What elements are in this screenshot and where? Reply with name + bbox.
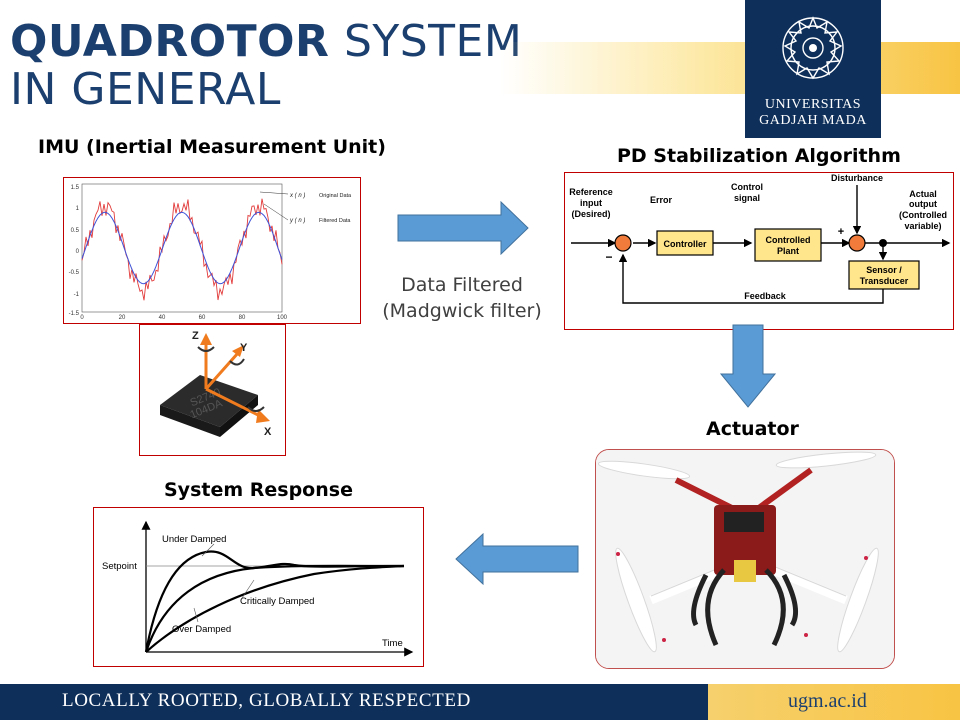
gold-band: [500, 42, 960, 94]
actuator-heading: Actuator: [706, 418, 799, 440]
xtick: 0: [80, 315, 84, 321]
axis-x-label: X: [264, 426, 272, 438]
xtick: 60: [199, 315, 206, 321]
title-rest: SYSTEM: [329, 16, 523, 67]
quadrotor-image: [596, 450, 894, 668]
pickoff-point: [879, 239, 887, 247]
controller-block: [656, 230, 714, 256]
plus-sign: +: [838, 226, 844, 238]
logo-line1: UNIVERSITAS: [764, 97, 862, 112]
ytick: -1.5: [69, 311, 80, 317]
arrow-down-icon: [720, 324, 776, 408]
setpoint-label: Setpoint: [102, 561, 137, 572]
footer-url[interactable]: ugm.ac.id: [788, 690, 867, 712]
xtick: 80: [239, 315, 246, 321]
plant-label-2: Plant: [777, 246, 799, 256]
title-line2: IN GENERAL: [10, 64, 281, 115]
xtick: 100: [277, 315, 288, 321]
actual-output-4: variable): [904, 221, 941, 231]
imu-chip-figure: S2740 104DA Z Y X: [139, 324, 286, 456]
imu-heading: IMU (Inertial Measurement Unit): [38, 136, 386, 158]
summing-junction-2: [848, 234, 866, 252]
response-figure: Setpoint Under Damped Critically Damped …: [93, 507, 424, 667]
quadrotor-photo: [595, 449, 895, 669]
ytick: 0: [76, 249, 80, 255]
sensor-label-1: Sensor /: [866, 265, 902, 275]
sensor-label-2: Transducer: [860, 276, 909, 286]
legend-y: y ( n ): [289, 218, 305, 224]
overdamped-label: Over Damped: [172, 624, 231, 635]
feedback-label: Feedback: [744, 291, 787, 301]
title-bold: QUADROTOR: [10, 16, 330, 67]
axis-z-label: Z: [192, 330, 199, 342]
ytick: 1.5: [71, 185, 80, 191]
slide-title: QUADROTOR SYSTEM IN GENERAL: [10, 18, 522, 114]
underdamped-label: Under Damped: [162, 534, 226, 545]
actual-output-2: output: [909, 199, 937, 209]
filtered-data-line: [81, 211, 283, 285]
emblem-icon: [782, 16, 844, 80]
plant-label-1: Controlled: [766, 235, 811, 245]
filter-caption: Data Filtered (Madgwick filter): [372, 272, 552, 324]
ytick: -0.5: [69, 270, 80, 276]
filter-caption-line1: Data Filtered: [401, 274, 523, 296]
control-signal-1: Control: [731, 182, 763, 192]
ref-label-2: input: [580, 198, 602, 208]
arrow-right-icon: [397, 201, 529, 255]
ytick: -1: [74, 292, 80, 298]
control-signal-2: signal: [734, 193, 760, 203]
xtick: 20: [119, 315, 126, 321]
imu-chip-image: S2740 104DA Z Y X: [160, 330, 272, 438]
summing-junction-1: [614, 234, 632, 252]
critically-damped-curve: [144, 564, 405, 653]
pd-block-diagram: Reference input (Desired) Error Control …: [564, 172, 954, 330]
footer-gold-band: [708, 684, 960, 720]
ref-label-1: Reference: [569, 187, 613, 197]
sensor-block: [848, 260, 920, 290]
controller-label: Controller: [663, 239, 706, 249]
pd-heading: PD Stabilization Algorithm: [617, 145, 901, 167]
plant-block: [754, 228, 822, 262]
ytick: 0.5: [71, 228, 80, 234]
logo-line2: GADJAH MADA: [759, 113, 867, 128]
imu-signal-plot: 1.5 1 0.5 0 -0.5 -1 -1.5 0 20 40 60 80 1…: [69, 183, 352, 321]
arrow-left-icon: [455, 533, 579, 585]
ytick: 1: [76, 206, 80, 212]
control-loop-diagram: Reference input (Desired) Error Control …: [569, 173, 951, 304]
error-label: Error: [650, 195, 673, 205]
response-plot: Setpoint Under Damped Critically Damped …: [102, 520, 414, 657]
minus-sign: −: [605, 250, 612, 264]
actual-output-3: (Controlled: [899, 210, 947, 220]
footer-tagline: LOCALLY ROOTED, GLOBALLY RESPECTED: [62, 690, 471, 711]
original-data-line: [81, 198, 283, 301]
imu-signal-figure: 1.5 1 0.5 0 -0.5 -1 -1.5 0 20 40 60 80 1…: [63, 177, 361, 324]
response-heading: System Response: [164, 479, 353, 501]
ref-label-3: (Desired): [571, 209, 610, 219]
overdamped-curve: [145, 564, 405, 653]
time-label: Time: [382, 638, 403, 649]
legend-original: Original Data: [319, 193, 352, 199]
disturbance-label: Disturbance: [831, 173, 883, 183]
university-logo: UNIVERSITAS GADJAH MADA: [745, 0, 881, 138]
legend-filtered: Filtered Data: [319, 218, 351, 224]
filter-caption-line2: (Madgwick filter): [382, 300, 542, 322]
actual-output-1: Actual: [909, 189, 937, 199]
legend-x: x ( n ): [289, 193, 305, 199]
axis-y-label: Y: [240, 342, 248, 354]
xtick: 40: [159, 315, 166, 321]
critically-damped-label: Critically Damped: [240, 596, 314, 607]
